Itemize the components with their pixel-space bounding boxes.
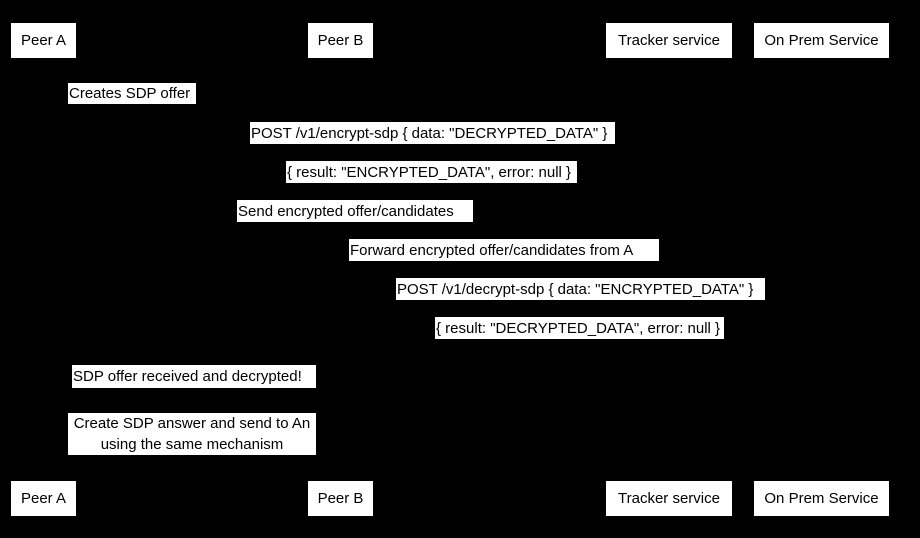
arrow-decrypt-request (340, 301, 821, 302)
message-label-send-encrypted-offer: Send encrypted offer/candidates (237, 200, 473, 222)
participant-label: Tracker service (618, 490, 720, 507)
participant-label: On Prem Service (764, 32, 879, 49)
participant-peer-b-top[interactable]: Peer B (307, 22, 374, 59)
participant-peer-a-bottom[interactable]: Peer A (10, 480, 77, 517)
participant-label: Peer A (20, 32, 67, 49)
arrow-forward-encrypted-offer (340, 262, 668, 263)
arrow-encrypt-response (43, 184, 340, 185)
message-text: Send encrypted offer/candidates (238, 202, 454, 220)
message-text: { result: "DECRYPTED_DATA", error: null … (436, 319, 721, 337)
participant-label: Peer A (20, 490, 67, 507)
message-label-post-decrypt-sdp: POST /v1/decrypt-sdp { data: "ENCRYPTED_… (396, 278, 765, 300)
participant-on-prem-service-top[interactable]: On Prem Service (753, 22, 890, 59)
message-label-decrypt-sdp-result: { result: "DECRYPTED_DATA", error: null … (435, 317, 724, 339)
message-text: SDP offer received and decrypted! (73, 368, 302, 385)
participant-tracker-service-top[interactable]: Tracker service (605, 22, 733, 59)
participant-peer-b-bottom[interactable]: Peer B (307, 480, 374, 517)
message-label-post-encrypt-sdp: POST /v1/encrypt-sdp { data: "DECRYPTED_… (250, 122, 615, 144)
message-text-line-1: Create SDP answer and send to An (73, 415, 311, 432)
participant-label: Peer B (317, 490, 364, 507)
message-text: { result: "ENCRYPTED_DATA", error: null … (287, 163, 572, 181)
arrow-encrypt-request (43, 145, 340, 146)
participant-label: On Prem Service (764, 490, 879, 507)
message-label-encrypt-sdp-result: { result: "ENCRYPTED_DATA", error: null … (286, 161, 577, 183)
participant-label: Peer B (317, 32, 364, 49)
message-label-creates-sdp-offer: Creates SDP offer (68, 83, 196, 104)
arrow-send-encrypted-offer (43, 223, 668, 224)
arrow-self-peer-a (43, 105, 93, 106)
lifeline-peer-b (340, 58, 341, 475)
lifeline-peer-a (43, 58, 44, 475)
message-label-forward-encrypted-offer: Forward encrypted offer/candidates from … (349, 239, 659, 261)
participant-on-prem-service-bottom[interactable]: On Prem Service (753, 480, 890, 517)
message-label-create-sdp-answer: Create SDP answer and send to An using t… (68, 413, 316, 455)
lifeline-on-prem-service (821, 58, 822, 475)
message-text-line-2: using the same mechanism (100, 436, 284, 453)
message-text: POST /v1/encrypt-sdp { data: "DECRYPTED_… (251, 124, 608, 142)
participant-label: Tracker service (618, 32, 720, 49)
participant-peer-a-top[interactable]: Peer A (10, 22, 77, 59)
arrow-decrypt-response (340, 340, 821, 341)
lifeline-tracker-service (668, 58, 669, 475)
message-text: Creates SDP offer (69, 85, 191, 102)
participant-tracker-service-bottom[interactable]: Tracker service (605, 480, 733, 517)
message-label-sdp-offer-received: SDP offer received and decrypted! (72, 365, 316, 388)
message-text: Forward encrypted offer/candidates from … (350, 241, 634, 259)
message-text: POST /v1/decrypt-sdp { data: "ENCRYPTED_… (397, 280, 754, 298)
